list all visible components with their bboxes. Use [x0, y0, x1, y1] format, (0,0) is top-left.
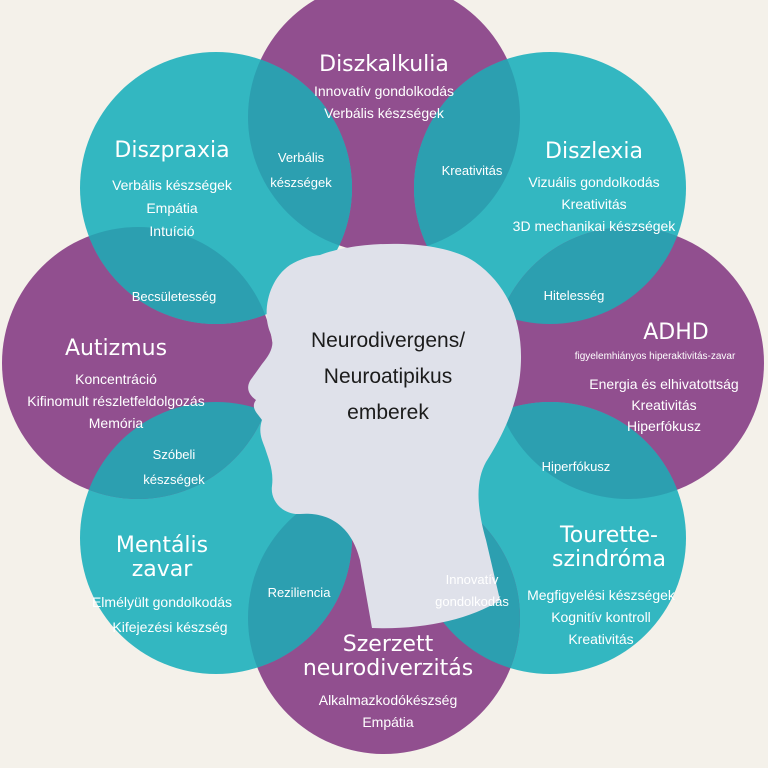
overlap-tourette-szerzett: gondolkodás	[435, 594, 509, 609]
overlap-mentalis-autizmus: Szóbeli	[153, 447, 196, 462]
petal-adhd-item: Energia és elhivatottság	[589, 376, 738, 392]
petal-tourette-item: Kognitív kontroll	[551, 609, 651, 625]
petal-diszkalkulia-text: Diszkalkulia Innovatív gondolkodás Verbá…	[314, 52, 454, 121]
head-silhouette-icon	[248, 243, 522, 629]
petal-autizmus-item: Kifinomult részletfeldolgozás	[27, 393, 204, 409]
petal-adhd-subtitle: figyelemhiányos hiperaktivitás-zavar	[575, 351, 736, 362]
petal-mentalis-item: Elmélyült gondolkodás	[92, 594, 232, 610]
petal-diszpraxia-text: Diszpraxia Verbális készségek Empátia In…	[112, 138, 233, 239]
petal-mentalis-title-2: zavar	[132, 557, 194, 582]
petal-szerzett-item: Alkalmazkodókészség	[319, 692, 458, 708]
petal-tourette-item: Kreativitás	[568, 631, 633, 647]
overlap-labels: Verbális készségek Kreativitás Hitelessé…	[132, 150, 611, 609]
petal-autizmus-text: Autizmus Koncentráció Kifinomult részlet…	[27, 336, 204, 431]
center-line-2: Neuroatipikus	[324, 365, 452, 388]
overlap-mentalis-autizmus: készségek	[143, 472, 205, 487]
center-label: Neurodivergens/ Neuroatipikus emberek	[311, 329, 465, 424]
petal-diszkalkulia-title: Diszkalkulia	[319, 52, 449, 77]
petal-autizmus-item: Koncentráció	[75, 371, 157, 387]
petal-tourette-title-1: Tourette-	[559, 523, 658, 548]
overlap-diszpraxia-diszkalkulia: Verbális	[278, 150, 325, 165]
petal-diszlexia-item: Vizuális gondolkodás	[528, 174, 659, 190]
petal-mentalis-text: Mentális zavar Elmélyült gondolkodás Kif…	[92, 533, 232, 635]
petal-diszpraxia-item: Verbális készségek	[112, 177, 233, 193]
overlap-autizmus-diszpraxia: Becsületesség	[132, 289, 217, 304]
petal-diszlexia-text: Diszlexia Vizuális gondolkodás Kreativit…	[513, 139, 677, 234]
petal-adhd-title: ADHD	[643, 320, 708, 345]
petal-mentalis-item: Kifejezési készség	[112, 619, 227, 635]
petal-diszlexia-title: Diszlexia	[545, 139, 643, 164]
center-line-1: Neurodivergens/	[311, 329, 465, 352]
petal-diszkalkulia-item: Innovatív gondolkodás	[314, 83, 454, 99]
overlap-diszpraxia-diszkalkulia: készségek	[270, 175, 332, 190]
petal-tourette-title-2: szindróma	[552, 547, 666, 572]
petal-diszlexia-item: Kreativitás	[561, 196, 626, 212]
petal-autizmus-item: Memória	[89, 415, 144, 431]
overlap-diszlexia-adhd: Hitelesség	[544, 288, 605, 303]
overlap-diszkalkulia-diszlexia: Kreativitás	[442, 163, 503, 178]
overlap-adhd-tourette: Hiperfókusz	[542, 459, 611, 474]
petal-adhd-item: Hiperfókusz	[627, 418, 701, 434]
petal-diszkalkulia-item: Verbális készségek	[324, 105, 445, 121]
petal-szerzett-text: Szerzett neurodiverzitás Alkalmazkodókés…	[303, 632, 473, 730]
petal-diszpraxia-title: Diszpraxia	[114, 138, 229, 163]
overlap-szerzett-mentalis: Reziliencia	[268, 585, 332, 600]
petal-diszpraxia-item: Intuíció	[149, 223, 194, 239]
petal-diszlexia-item: 3D mechanikai készségek	[513, 218, 677, 234]
petal-szerzett-title-2: neurodiverzitás	[303, 656, 473, 681]
petal-autizmus-title: Autizmus	[65, 336, 167, 361]
petal-adhd-text: ADHD figyelemhiányos hiperaktivitás-zava…	[575, 320, 739, 434]
petal-mentalis-title-1: Mentális	[116, 533, 208, 558]
petal-tourette-text: Tourette- szindróma Megfigyelési készség…	[527, 523, 676, 647]
petal-szerzett-item: Empátia	[362, 714, 414, 730]
petal-szerzett-title-1: Szerzett	[343, 632, 434, 657]
petal-adhd-item: Kreativitás	[631, 397, 696, 413]
petal-diszpraxia-item: Empátia	[146, 200, 198, 216]
petal-tourette-item: Megfigyelési készségek	[527, 587, 676, 603]
center-line-3: emberek	[347, 401, 429, 424]
overlap-tourette-szerzett: Innovatív	[446, 572, 499, 587]
